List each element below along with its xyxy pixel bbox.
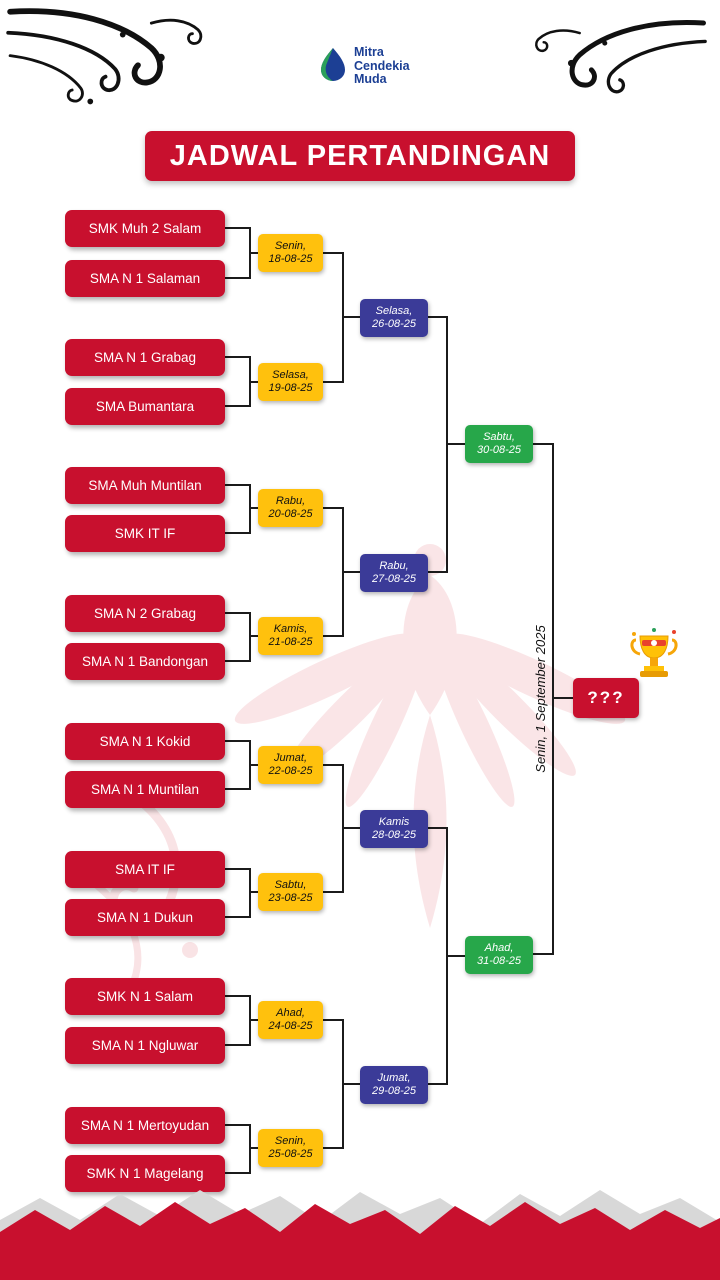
team-box: SMA N 1 Muntilan bbox=[65, 771, 225, 808]
date-value: 27-08-25 bbox=[371, 573, 417, 585]
date-day: Senin, bbox=[274, 239, 307, 252]
logo-text: Mitra Cendekia Muda bbox=[354, 45, 410, 87]
logo-line-3: Muda bbox=[354, 72, 387, 86]
final-winner-placeholder: ??? bbox=[587, 688, 625, 707]
date-value: 21-08-25 bbox=[268, 636, 313, 648]
date-day: Jumat, bbox=[273, 751, 307, 764]
date-day: Selasa, bbox=[272, 368, 309, 381]
logo-line-2: Cendekia bbox=[354, 58, 410, 73]
date-day: Jumat, bbox=[377, 1071, 411, 1084]
match-date-box: Senin,25-08-25 bbox=[258, 1129, 323, 1167]
team-box: SMK N 1 Salam bbox=[65, 978, 225, 1015]
quarterfinal-date-box: Jumat,29-08-25 bbox=[360, 1066, 428, 1104]
date-day: Rabu, bbox=[379, 559, 409, 572]
date-value: 19-08-25 bbox=[268, 382, 313, 394]
date-value: 23-08-25 bbox=[268, 892, 313, 904]
semifinal-date-box: Ahad,31-08-25 bbox=[465, 936, 533, 974]
date-value: 30-08-25 bbox=[476, 444, 522, 456]
logo: Mitra Cendekia Muda bbox=[318, 45, 410, 87]
team-box: SMA N 1 Mertoyudan bbox=[65, 1107, 225, 1144]
team-box: SMA N 1 Kokid bbox=[65, 723, 225, 760]
corner-flourish-right bbox=[524, 18, 714, 110]
final-winner-box: ??? bbox=[573, 678, 639, 718]
logo-line-1: Mitra bbox=[354, 45, 384, 59]
date-day: Sabtu, bbox=[483, 430, 515, 443]
quarterfinal-date-box: Selasa,26-08-25 bbox=[360, 299, 428, 337]
date-value: 22-08-25 bbox=[268, 765, 313, 777]
match-date-box: Sabtu,23-08-25 bbox=[258, 873, 323, 911]
semifinal-date-box: Sabtu,30-08-25 bbox=[465, 425, 533, 463]
team-box: SMA N 1 Ngluwar bbox=[65, 1027, 225, 1064]
team-box: SMA Bumantara bbox=[65, 388, 225, 425]
corner-flourish-left bbox=[4, 6, 209, 111]
team-box: SMK IT IF bbox=[65, 515, 225, 552]
date-day: Selasa, bbox=[375, 304, 413, 317]
team-box: SMA Muh Muntilan bbox=[65, 467, 225, 504]
quarterfinal-date-box: Rabu,27-08-25 bbox=[360, 554, 428, 592]
date-day: Ahad, bbox=[484, 941, 514, 954]
match-date-box: Senin,18-08-25 bbox=[258, 234, 323, 272]
match-date-box: Selasa,19-08-25 bbox=[258, 363, 323, 401]
team-box: SMK Muh 2 Salam bbox=[65, 210, 225, 247]
date-day: Rabu, bbox=[275, 494, 306, 507]
date-value: 31-08-25 bbox=[476, 955, 522, 967]
date-day: Sabtu, bbox=[274, 878, 307, 891]
date-value: 26-08-25 bbox=[371, 318, 417, 330]
date-day: Senin, bbox=[274, 1134, 307, 1147]
date-value: 28-08-25 bbox=[371, 829, 417, 841]
page-title: JADWAL PERTANDINGAN bbox=[169, 139, 551, 172]
team-box: SMK N 1 Magelang bbox=[65, 1155, 225, 1192]
final-date-label: Senin, 1 September 2025 bbox=[533, 625, 548, 773]
match-date-box: Ahad,24-08-25 bbox=[258, 1001, 323, 1039]
date-day: Kamis bbox=[378, 815, 410, 828]
title-banner: JADWAL PERTANDINGAN bbox=[145, 131, 575, 181]
date-value: 29-08-25 bbox=[371, 1085, 417, 1097]
team-box: SMA N 1 Dukun bbox=[65, 899, 225, 936]
match-date-box: Kamis,21-08-25 bbox=[258, 617, 323, 655]
date-value: 20-08-25 bbox=[268, 508, 313, 520]
trophy-icon bbox=[628, 628, 680, 693]
match-date-box: Jumat,22-08-25 bbox=[258, 746, 323, 784]
date-day: Kamis, bbox=[273, 622, 308, 635]
date-value: 24-08-25 bbox=[268, 1020, 313, 1032]
torn-edge bbox=[0, 1190, 720, 1280]
date-day: Ahad, bbox=[276, 1006, 305, 1019]
logo-drop-icon bbox=[318, 47, 348, 86]
match-date-box: Rabu,20-08-25 bbox=[258, 489, 323, 527]
team-box: SMA IT IF bbox=[65, 851, 225, 888]
team-box: SMA N 1 Grabag bbox=[65, 339, 225, 376]
date-value: 25-08-25 bbox=[268, 1148, 313, 1160]
team-box: SMA N 1 Bandongan bbox=[65, 643, 225, 680]
team-box: SMA N 2 Grabag bbox=[65, 595, 225, 632]
date-value: 18-08-25 bbox=[268, 253, 313, 265]
team-box: SMA N 1 Salaman bbox=[65, 260, 225, 297]
